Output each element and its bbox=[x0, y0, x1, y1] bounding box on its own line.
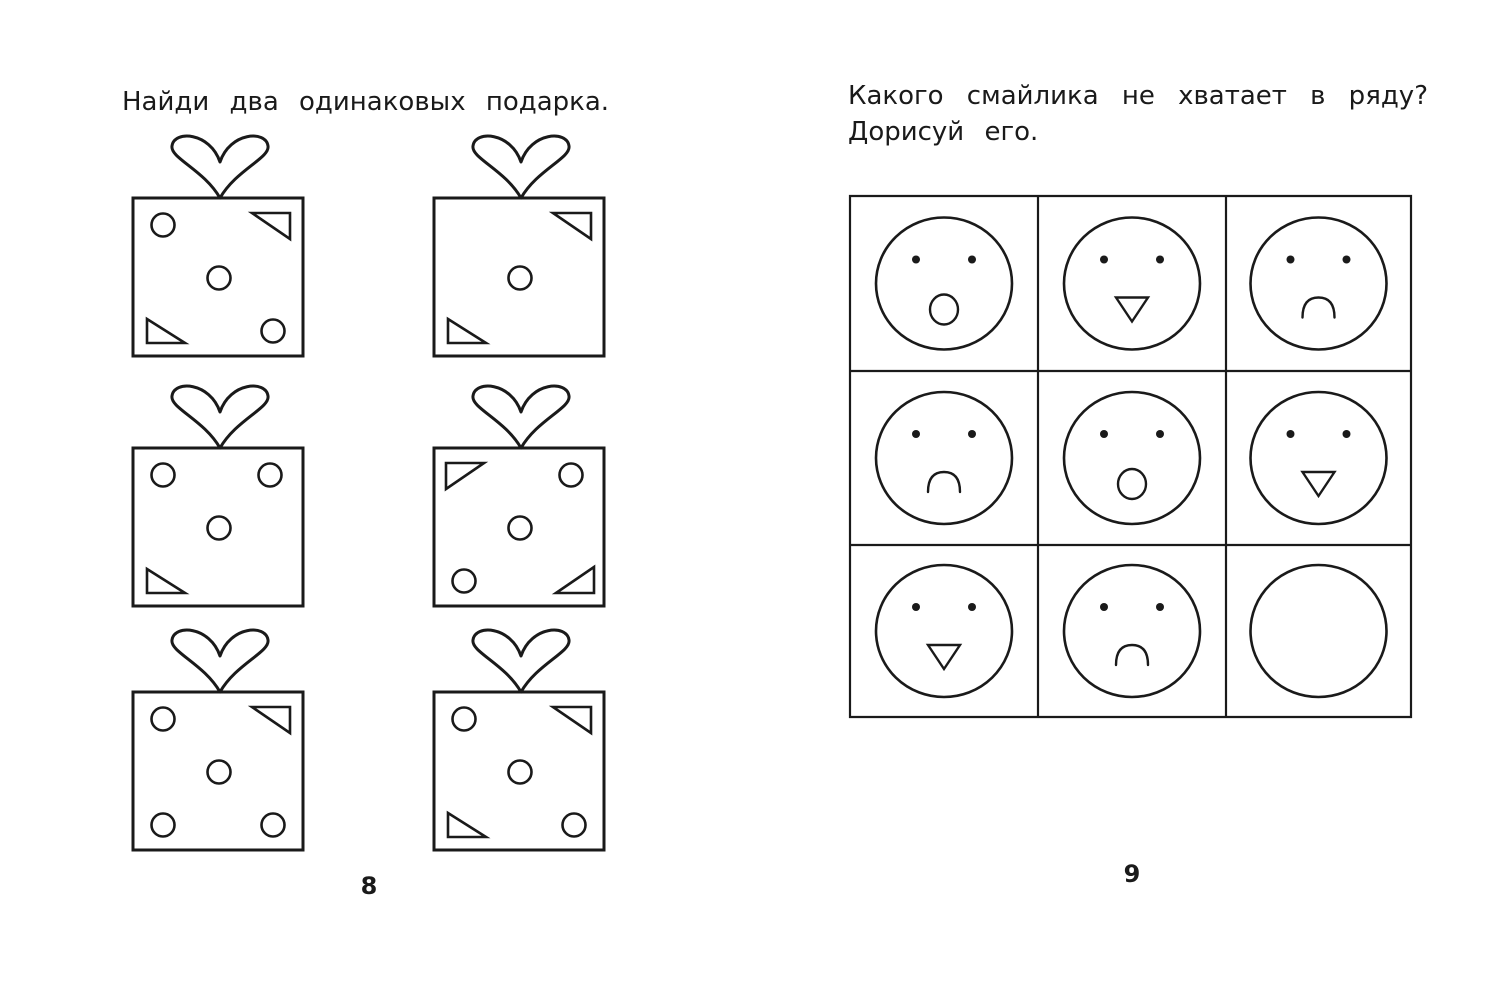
triangle-icon bbox=[446, 463, 484, 489]
circle-icon bbox=[259, 464, 282, 487]
bow-icon bbox=[473, 136, 569, 198]
frown-mouth-icon bbox=[928, 472, 960, 492]
eye-dot bbox=[968, 430, 976, 438]
gift-5 bbox=[133, 630, 303, 850]
face-circle bbox=[1251, 565, 1387, 697]
triangle-icon bbox=[553, 213, 591, 239]
eye-dot bbox=[1286, 255, 1295, 264]
left-page: Найди два одинаковых подарка. 8 bbox=[0, 0, 750, 991]
smiley-sad bbox=[876, 392, 1012, 524]
face-circle bbox=[876, 565, 1012, 697]
smiley-empty bbox=[1251, 565, 1387, 697]
smiley-sad bbox=[1251, 218, 1387, 350]
page-number-left: 8 bbox=[360, 872, 378, 900]
eye-dot bbox=[1342, 430, 1351, 438]
triangle-icon bbox=[252, 213, 290, 239]
gift-1 bbox=[133, 136, 303, 356]
triangle-icon bbox=[147, 569, 185, 593]
smiley-beak bbox=[1064, 218, 1200, 350]
bow-icon bbox=[473, 386, 569, 448]
beak-mouth-icon bbox=[1303, 472, 1335, 496]
circle-icon bbox=[152, 814, 175, 837]
smiley-surprised bbox=[876, 218, 1012, 350]
circle-icon bbox=[563, 814, 586, 837]
gift-box bbox=[434, 198, 604, 356]
triangle-icon bbox=[556, 567, 594, 593]
gift-3 bbox=[133, 386, 303, 606]
smiley-grid bbox=[750, 0, 1500, 991]
gift-box bbox=[434, 448, 604, 606]
center-circle-icon bbox=[509, 761, 532, 784]
eye-dot bbox=[1156, 255, 1164, 264]
gift-6 bbox=[434, 630, 604, 850]
gift-box bbox=[133, 692, 303, 850]
eye-dot bbox=[912, 255, 920, 264]
triangle-icon bbox=[553, 707, 591, 733]
face-circle bbox=[876, 218, 1012, 350]
circle-icon bbox=[453, 570, 476, 593]
gift-box bbox=[434, 692, 604, 850]
bow-icon bbox=[172, 386, 268, 448]
circle-icon bbox=[152, 464, 175, 487]
smiley-beak bbox=[876, 565, 1012, 697]
center-circle-icon bbox=[509, 267, 532, 290]
gift-task-instruction: Найди два одинаковых подарка. bbox=[122, 87, 610, 117]
right-page: Какого смайлика не хватает в ряду? Дорис… bbox=[750, 0, 1500, 991]
eye-dot bbox=[1100, 255, 1108, 264]
gift-illustrations bbox=[0, 0, 750, 991]
bow-icon bbox=[473, 630, 569, 692]
gift-box bbox=[133, 198, 303, 356]
face-circle bbox=[876, 392, 1012, 524]
grid-frame bbox=[850, 196, 1411, 717]
eye-dot bbox=[1156, 430, 1164, 438]
smiley-task-instruction: Какого смайлика не хватает в ряду? Дорис… bbox=[848, 81, 1428, 147]
beak-mouth-icon bbox=[928, 645, 960, 669]
face-circle bbox=[1064, 565, 1200, 697]
triangle-icon bbox=[252, 707, 290, 733]
page-number-right: 9 bbox=[1123, 860, 1141, 888]
face-circle bbox=[1064, 218, 1200, 350]
eye-dot bbox=[1156, 603, 1164, 611]
eye-dot bbox=[1100, 603, 1108, 611]
center-circle-icon bbox=[208, 761, 231, 784]
circle-icon bbox=[560, 464, 583, 487]
face-circle bbox=[1064, 392, 1200, 524]
center-circle-icon bbox=[208, 517, 231, 540]
gift-4 bbox=[434, 386, 604, 606]
smiley-sad bbox=[1064, 565, 1200, 697]
face-circle bbox=[1251, 218, 1387, 350]
face-circle bbox=[1251, 392, 1387, 524]
beak-mouth-icon bbox=[1116, 298, 1148, 322]
eye-dot bbox=[1342, 255, 1351, 264]
mouth-o-icon bbox=[1118, 469, 1146, 499]
circle-icon bbox=[152, 708, 175, 731]
smiley-beak bbox=[1251, 392, 1387, 524]
center-circle-icon bbox=[509, 517, 532, 540]
eye-dot bbox=[968, 603, 976, 611]
bow-icon bbox=[172, 630, 268, 692]
eye-dot bbox=[912, 603, 920, 611]
frown-mouth-icon bbox=[1303, 298, 1335, 318]
bow-icon bbox=[172, 136, 268, 198]
circle-icon bbox=[152, 214, 175, 237]
center-circle-icon bbox=[208, 267, 231, 290]
circle-icon bbox=[262, 814, 285, 837]
gift-2 bbox=[434, 136, 604, 356]
eye-dot bbox=[1100, 430, 1108, 438]
eye-dot bbox=[968, 255, 976, 264]
mouth-o-icon bbox=[930, 295, 958, 325]
gift-box bbox=[133, 448, 303, 606]
triangle-icon bbox=[147, 319, 185, 343]
smiley-surprised bbox=[1064, 392, 1200, 524]
eye-dot bbox=[1286, 430, 1295, 438]
frown-mouth-icon bbox=[1116, 645, 1148, 665]
circle-icon bbox=[453, 708, 476, 731]
eye-dot bbox=[912, 430, 920, 438]
circle-icon bbox=[262, 320, 285, 343]
triangle-icon bbox=[448, 319, 486, 343]
triangle-icon bbox=[448, 813, 486, 837]
